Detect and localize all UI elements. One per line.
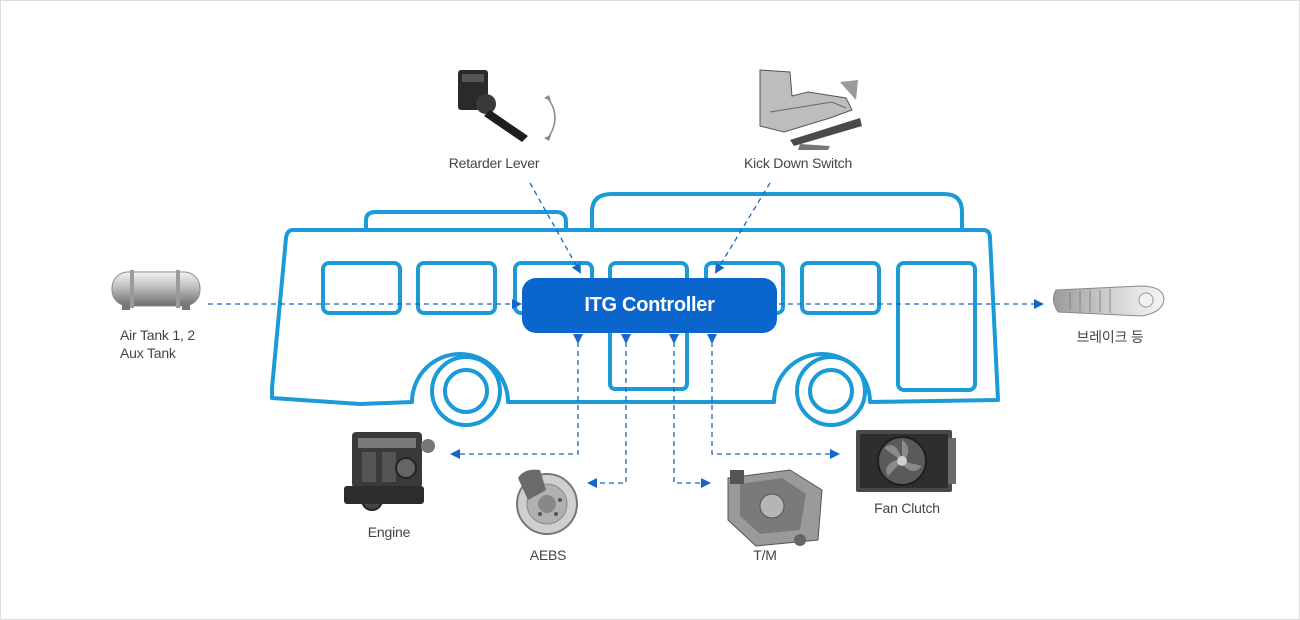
- engine-label: Engine: [367, 524, 411, 540]
- bus-wheel-front-inner: [443, 368, 489, 414]
- brake-light-icon: [1052, 285, 1165, 317]
- bus-rear-door: [896, 261, 977, 392]
- arrow-fan-clutch-link: [707, 334, 840, 459]
- itg-controller-box: ITG Controller: [522, 278, 777, 333]
- transmission-icon: [727, 469, 823, 547]
- arrow-kickdown-to-controller: [714, 182, 771, 274]
- kick-down-switch-icon: [759, 69, 862, 150]
- fan-clutch-icon: [856, 430, 956, 492]
- bus-wheel-rear-inner: [808, 368, 854, 414]
- bus-roof-bump-rear: [590, 192, 964, 230]
- aux-tank-label: Aux Tank: [120, 345, 176, 361]
- retarder-lever-label: Retarder Lever: [448, 155, 540, 171]
- bus-window-6: [800, 261, 881, 315]
- itg-controller-label: ITG Controller: [584, 294, 715, 316]
- aebs-label: AEBS: [529, 547, 567, 563]
- tm-label: T/M: [753, 547, 777, 563]
- kick-down-switch-label: Kick Down Switch: [743, 155, 853, 171]
- retarder-lever-icon: [458, 70, 556, 142]
- aebs-icon: [516, 469, 578, 535]
- arrow-retarder-to-controller: [529, 182, 581, 274]
- bus-wheel-rear-outer: [795, 355, 867, 427]
- arrow-aebs-link: [587, 334, 631, 488]
- air-tank-label: Air Tank 1, 2: [120, 327, 195, 343]
- connection-arrows: [208, 182, 1044, 488]
- arrow-tm-link: [669, 334, 711, 488]
- bus-window-1: [321, 261, 402, 315]
- bus-window-2: [416, 261, 497, 315]
- air-tank-icon: [111, 270, 201, 310]
- arrow-engine-link: [450, 334, 583, 459]
- engine-icon: [344, 432, 435, 511]
- bus-wheel-front-outer: [430, 355, 502, 427]
- fan-clutch-label: Fan Clutch: [874, 500, 940, 516]
- bus-roof-bump-front: [364, 210, 568, 230]
- brake-light-label: 브레이크 등: [1076, 329, 1144, 345]
